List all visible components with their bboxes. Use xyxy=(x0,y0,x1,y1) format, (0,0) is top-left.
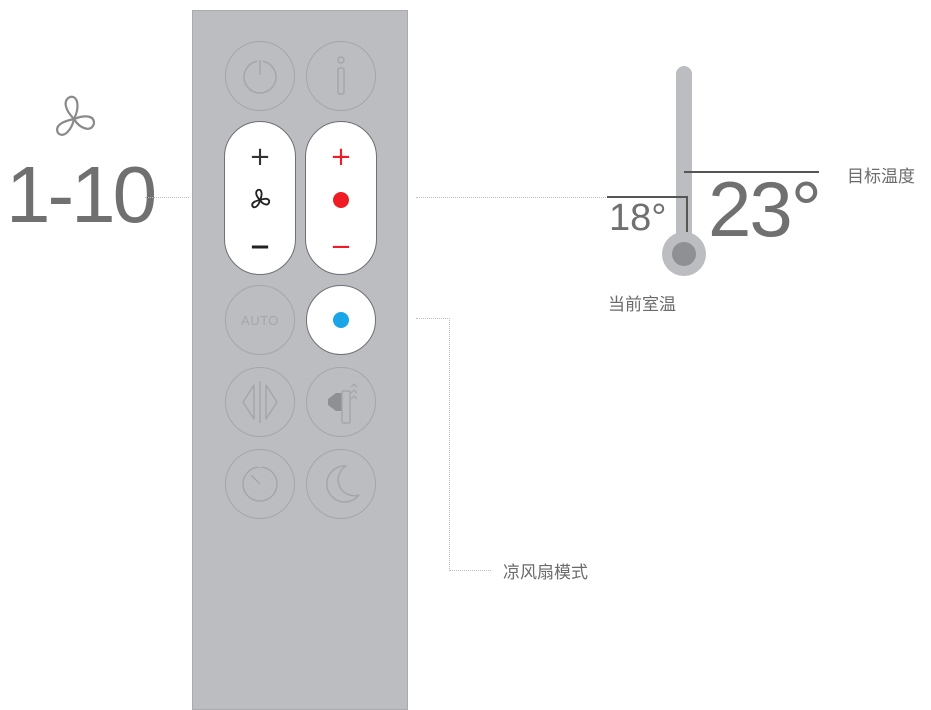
temperature-plus-button[interactable]: + xyxy=(330,142,352,172)
power-icon xyxy=(243,60,277,94)
auto-label: AUTO xyxy=(241,312,279,328)
auto-mode-button[interactable]: AUTO xyxy=(225,285,295,355)
target-temp-marker-line xyxy=(684,171,819,173)
night-mode-button[interactable] xyxy=(306,449,376,519)
oscillation-button[interactable] xyxy=(225,367,295,437)
thermometer-tube xyxy=(676,66,692,256)
airflow-direction-button[interactable] xyxy=(306,367,376,437)
fan-speed-plus-button[interactable]: + xyxy=(249,142,271,172)
temperature-connector xyxy=(416,197,608,198)
fan-speed-range: 1-10 xyxy=(6,150,157,239)
remote-control: + − + − AUTO xyxy=(192,10,408,710)
info-button[interactable] xyxy=(306,41,376,111)
info-icon xyxy=(337,56,345,95)
oscillation-icon xyxy=(242,381,278,423)
thermometer-bulb-inner xyxy=(672,242,696,266)
cool-mode-connector-h2 xyxy=(449,570,491,571)
fan-speed-minus-button[interactable]: − xyxy=(249,232,271,262)
fan-speed-connector xyxy=(145,197,189,198)
fan-speed-icon xyxy=(48,93,100,145)
timer-button[interactable] xyxy=(225,449,295,519)
power-button[interactable] xyxy=(225,41,295,111)
airflow-direction-icon xyxy=(328,383,358,424)
cooling-mode-button[interactable] xyxy=(306,285,376,355)
fan-speed-control: + − xyxy=(224,121,296,275)
cool-mode-connector-h xyxy=(416,318,450,319)
cool-mode-connector-v xyxy=(449,318,450,571)
fan-icon xyxy=(225,188,295,215)
target-temp: 23° xyxy=(708,165,822,253)
current-temp: 18° xyxy=(609,197,667,239)
cooling-indicator-dot xyxy=(333,312,349,328)
heat-indicator-dot xyxy=(306,192,376,211)
timer-icon xyxy=(242,463,278,502)
target-temp-label: 目标温度 xyxy=(847,167,915,187)
temperature-control: + − xyxy=(305,121,377,275)
current-temp-marker-line xyxy=(607,196,688,198)
current-temp-label: 当前室温 xyxy=(608,295,676,315)
temperature-minus-button[interactable]: − xyxy=(330,232,352,262)
thermometer xyxy=(656,66,712,286)
moon-icon xyxy=(326,465,360,503)
current-temp-marker-tick xyxy=(686,196,688,232)
cool-mode-label: 凉风扇模式 xyxy=(503,563,588,583)
